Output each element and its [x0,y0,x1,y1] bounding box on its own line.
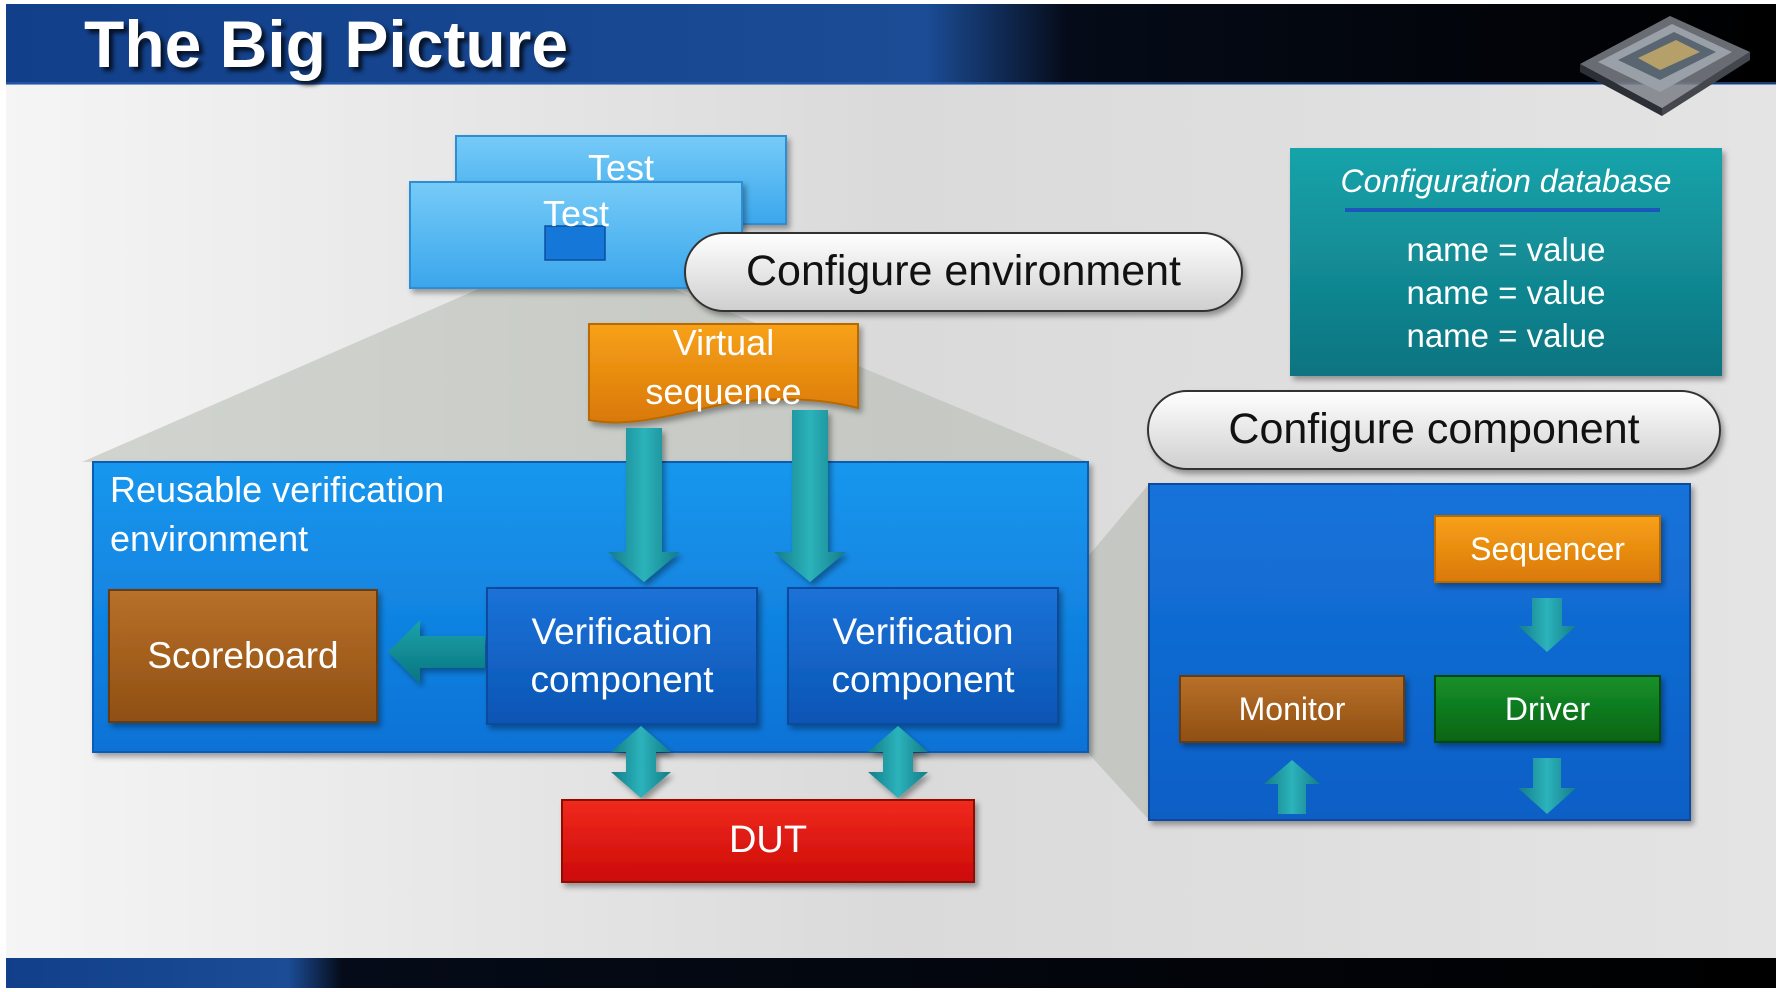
arrow-sequencer-to-driver [1518,598,1576,652]
test-small-block [544,225,606,261]
monitor-box [1179,675,1405,743]
chip-logo [1580,16,1750,116]
configure-environment-callout [684,232,1243,312]
arrow-vseq-to-vc2 [774,410,846,582]
arrow-vc1-to-scoreboard [388,620,485,684]
config-database-box [1290,148,1722,376]
zoom-funnel-test [82,260,1088,462]
virtual-sequence-shape [588,323,859,424]
driver-box [1434,675,1661,743]
verification-component-2-box [787,587,1059,725]
arrow-vseq-to-vc1 [608,428,680,582]
arrow-vc1-dut [611,726,671,798]
arrow-into-monitor [1264,760,1320,814]
scoreboard-box [108,589,378,723]
configure-component-callout [1147,390,1721,470]
footer-band [6,958,1776,988]
sequencer-box [1434,515,1661,583]
slide-title: The Big Picture [84,7,569,81]
verification-component-1-box [486,587,758,725]
header-band [6,4,1776,84]
arrow-out-of-driver [1518,758,1576,814]
arrow-vc2-dut [868,726,928,798]
dut-box [561,799,975,883]
